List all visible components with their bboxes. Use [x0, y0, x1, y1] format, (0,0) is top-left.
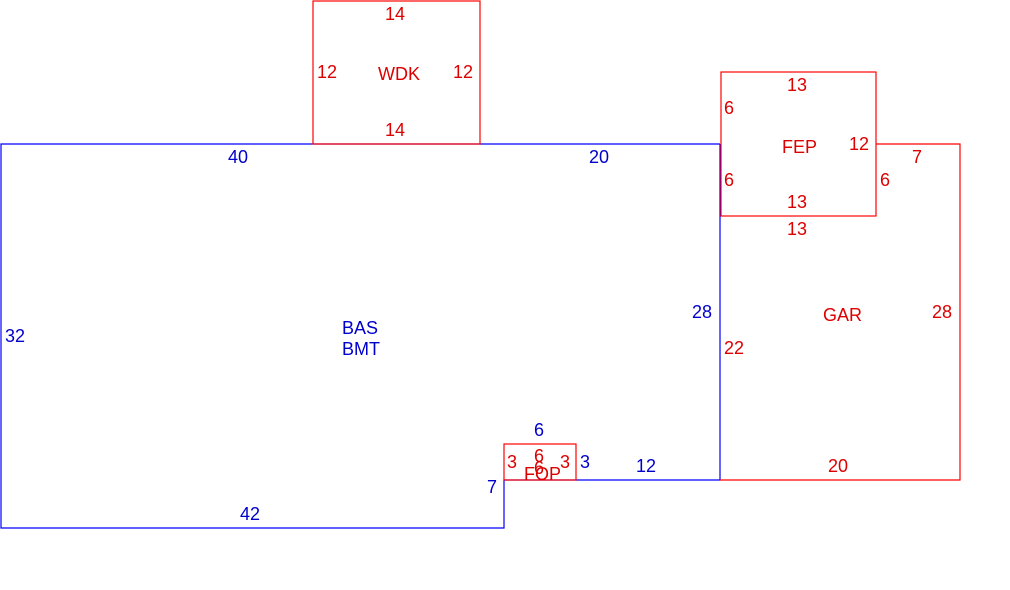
- gar-dim-left: 22: [724, 338, 744, 358]
- wdk-outline: [312, 0, 481, 145]
- fop-dim-top: 6: [534, 446, 544, 466]
- bas-dim-left: 32: [5, 326, 25, 346]
- gar-dim-top: 13: [787, 219, 807, 239]
- fop-dim-left: 3: [507, 452, 517, 472]
- wdk-dim-bottom: 14: [385, 120, 405, 140]
- fep-dim-left-lower: 6: [724, 170, 734, 190]
- bas-dim-right: 28: [692, 302, 712, 322]
- fop-dim-bottom: 6: [534, 458, 544, 478]
- bas-dim-notch-top: 6: [534, 420, 544, 440]
- bas-dim-bottom: 42: [240, 504, 260, 524]
- bas-dim-top-right: 20: [589, 147, 609, 167]
- wdk-label: WDK: [378, 64, 420, 84]
- wdk-dim-top: 14: [385, 4, 405, 24]
- gar-dim-top-right: 7: [912, 147, 922, 167]
- wdk-dim-left: 12: [317, 62, 337, 82]
- bas-dim-top-left: 40: [228, 147, 248, 167]
- gar-label: GAR: [823, 305, 862, 325]
- fop-label: FOP: [524, 464, 561, 484]
- fep-dim-left-upper: 6: [724, 98, 734, 118]
- gar-outline: [720, 143, 961, 481]
- bas-dim-step-vertical: 7: [487, 477, 497, 497]
- wdk-dim-right: 12: [453, 62, 473, 82]
- bmt-label: BMT: [342, 339, 380, 359]
- fep-dim-right: 12: [849, 134, 869, 154]
- gar-dim-bottom: 20: [828, 456, 848, 476]
- gar-dim-right: 28: [932, 302, 952, 322]
- bas-dim-notch-right: 3: [580, 452, 590, 472]
- gar-dim-right-upper: 6: [880, 170, 890, 190]
- fep-dim-top: 13: [787, 75, 807, 95]
- fep-dim-bottom: 13: [787, 192, 807, 212]
- fop-outline: [503, 443, 577, 481]
- bas-dim-step-bottom: 12: [636, 456, 656, 476]
- bas-label: BAS: [342, 318, 378, 338]
- fep-label: FEP: [782, 137, 817, 157]
- fop-dim-right: 3: [560, 452, 570, 472]
